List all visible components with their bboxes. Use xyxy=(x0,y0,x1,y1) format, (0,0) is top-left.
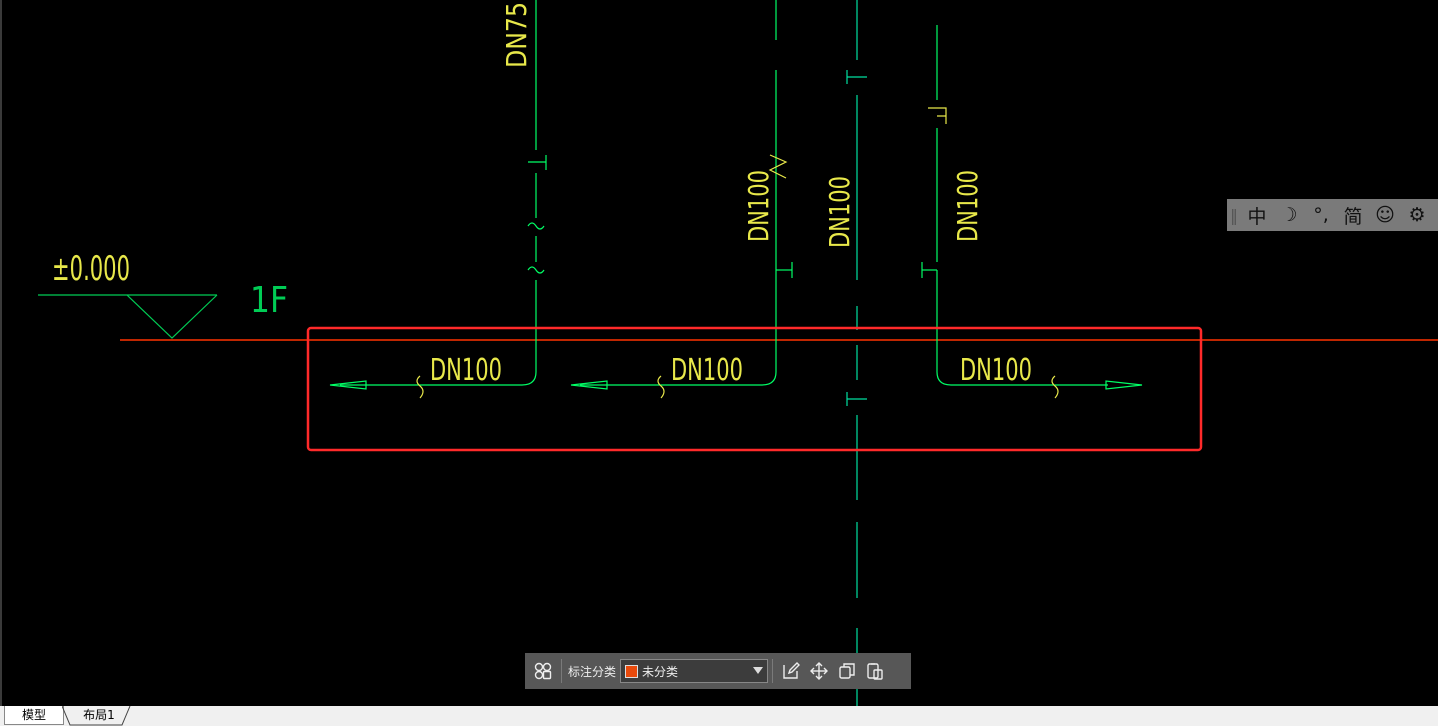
pipe-label-h2: DN100 xyxy=(671,353,743,388)
ime-chinese-mode-icon[interactable]: 中 xyxy=(1247,205,1267,228)
flow-arrow-2 xyxy=(570,380,608,390)
level-label: ±0.000 xyxy=(52,249,130,289)
gear-icon[interactable]: ⚙ xyxy=(1408,204,1426,226)
cad-drawing: ±0.000 1F xyxy=(38,0,1438,706)
break-mark-2 xyxy=(657,375,665,399)
toolbar-divider xyxy=(561,659,562,683)
pipe-label-h3: DN100 xyxy=(960,353,1032,388)
category-label: 标注分类 xyxy=(568,664,617,679)
flow-arrow-3 xyxy=(1105,380,1143,390)
grid-icon[interactable] xyxy=(529,657,557,685)
pipe-label-v2: DN100 xyxy=(742,170,775,242)
copy-icon[interactable] xyxy=(833,657,861,685)
vertical-pipe-2 xyxy=(580,0,793,386)
paste-icon[interactable] xyxy=(861,657,889,685)
vertical-pipe-3 xyxy=(846,0,867,706)
pipe-label-h1: DN100 xyxy=(430,353,502,388)
flow-arrow-1 xyxy=(329,380,367,390)
simplified-icon[interactable]: 简 xyxy=(1343,205,1363,228)
drawing-canvas[interactable]: ±0.000 1F xyxy=(0,0,1438,706)
pipe-label-v3: DN100 xyxy=(823,176,856,248)
break-mark-3 xyxy=(1051,375,1059,399)
vertical-pipe-1 xyxy=(340,0,547,386)
tab-layout-outline xyxy=(62,706,131,726)
ime-grip-icon[interactable]: ‖ xyxy=(1230,205,1238,225)
level-symbol xyxy=(38,294,218,339)
chevron-down-icon xyxy=(753,667,764,674)
category-value: 未分类 xyxy=(642,664,679,679)
category-select[interactable]: 未分类 xyxy=(620,659,769,683)
canvas-left-border xyxy=(0,0,2,706)
layout-tabs: 模型 布局1 xyxy=(0,706,1438,726)
moon-icon[interactable]: ☽ xyxy=(1280,204,1298,226)
move-icon[interactable] xyxy=(805,657,833,685)
emoji-icon[interactable]: ☺ xyxy=(1375,204,1395,226)
floor-label: 1F xyxy=(250,280,288,321)
punctuation-icon[interactable]: °, xyxy=(1313,204,1329,226)
pipe-label-v1: DN75 xyxy=(500,2,533,68)
toolbar-divider xyxy=(772,659,774,683)
tab-model[interactable]: 模型 xyxy=(4,706,64,725)
category-swatch xyxy=(625,664,639,678)
tab-layout-1[interactable]: 布局1 xyxy=(83,708,115,722)
pipe-label-v4: DN100 xyxy=(951,170,984,242)
highlight-box xyxy=(306,326,1203,452)
ime-toolbar: ‖ 中 ☽ °, 简 ☺ ⚙ xyxy=(1227,199,1438,231)
break-mark-1 xyxy=(416,375,424,399)
edit-icon[interactable] xyxy=(777,657,805,685)
vertical-pipe-4 xyxy=(921,25,1108,386)
annotation-toolbar: 标注分类 未分类 xyxy=(525,653,911,689)
